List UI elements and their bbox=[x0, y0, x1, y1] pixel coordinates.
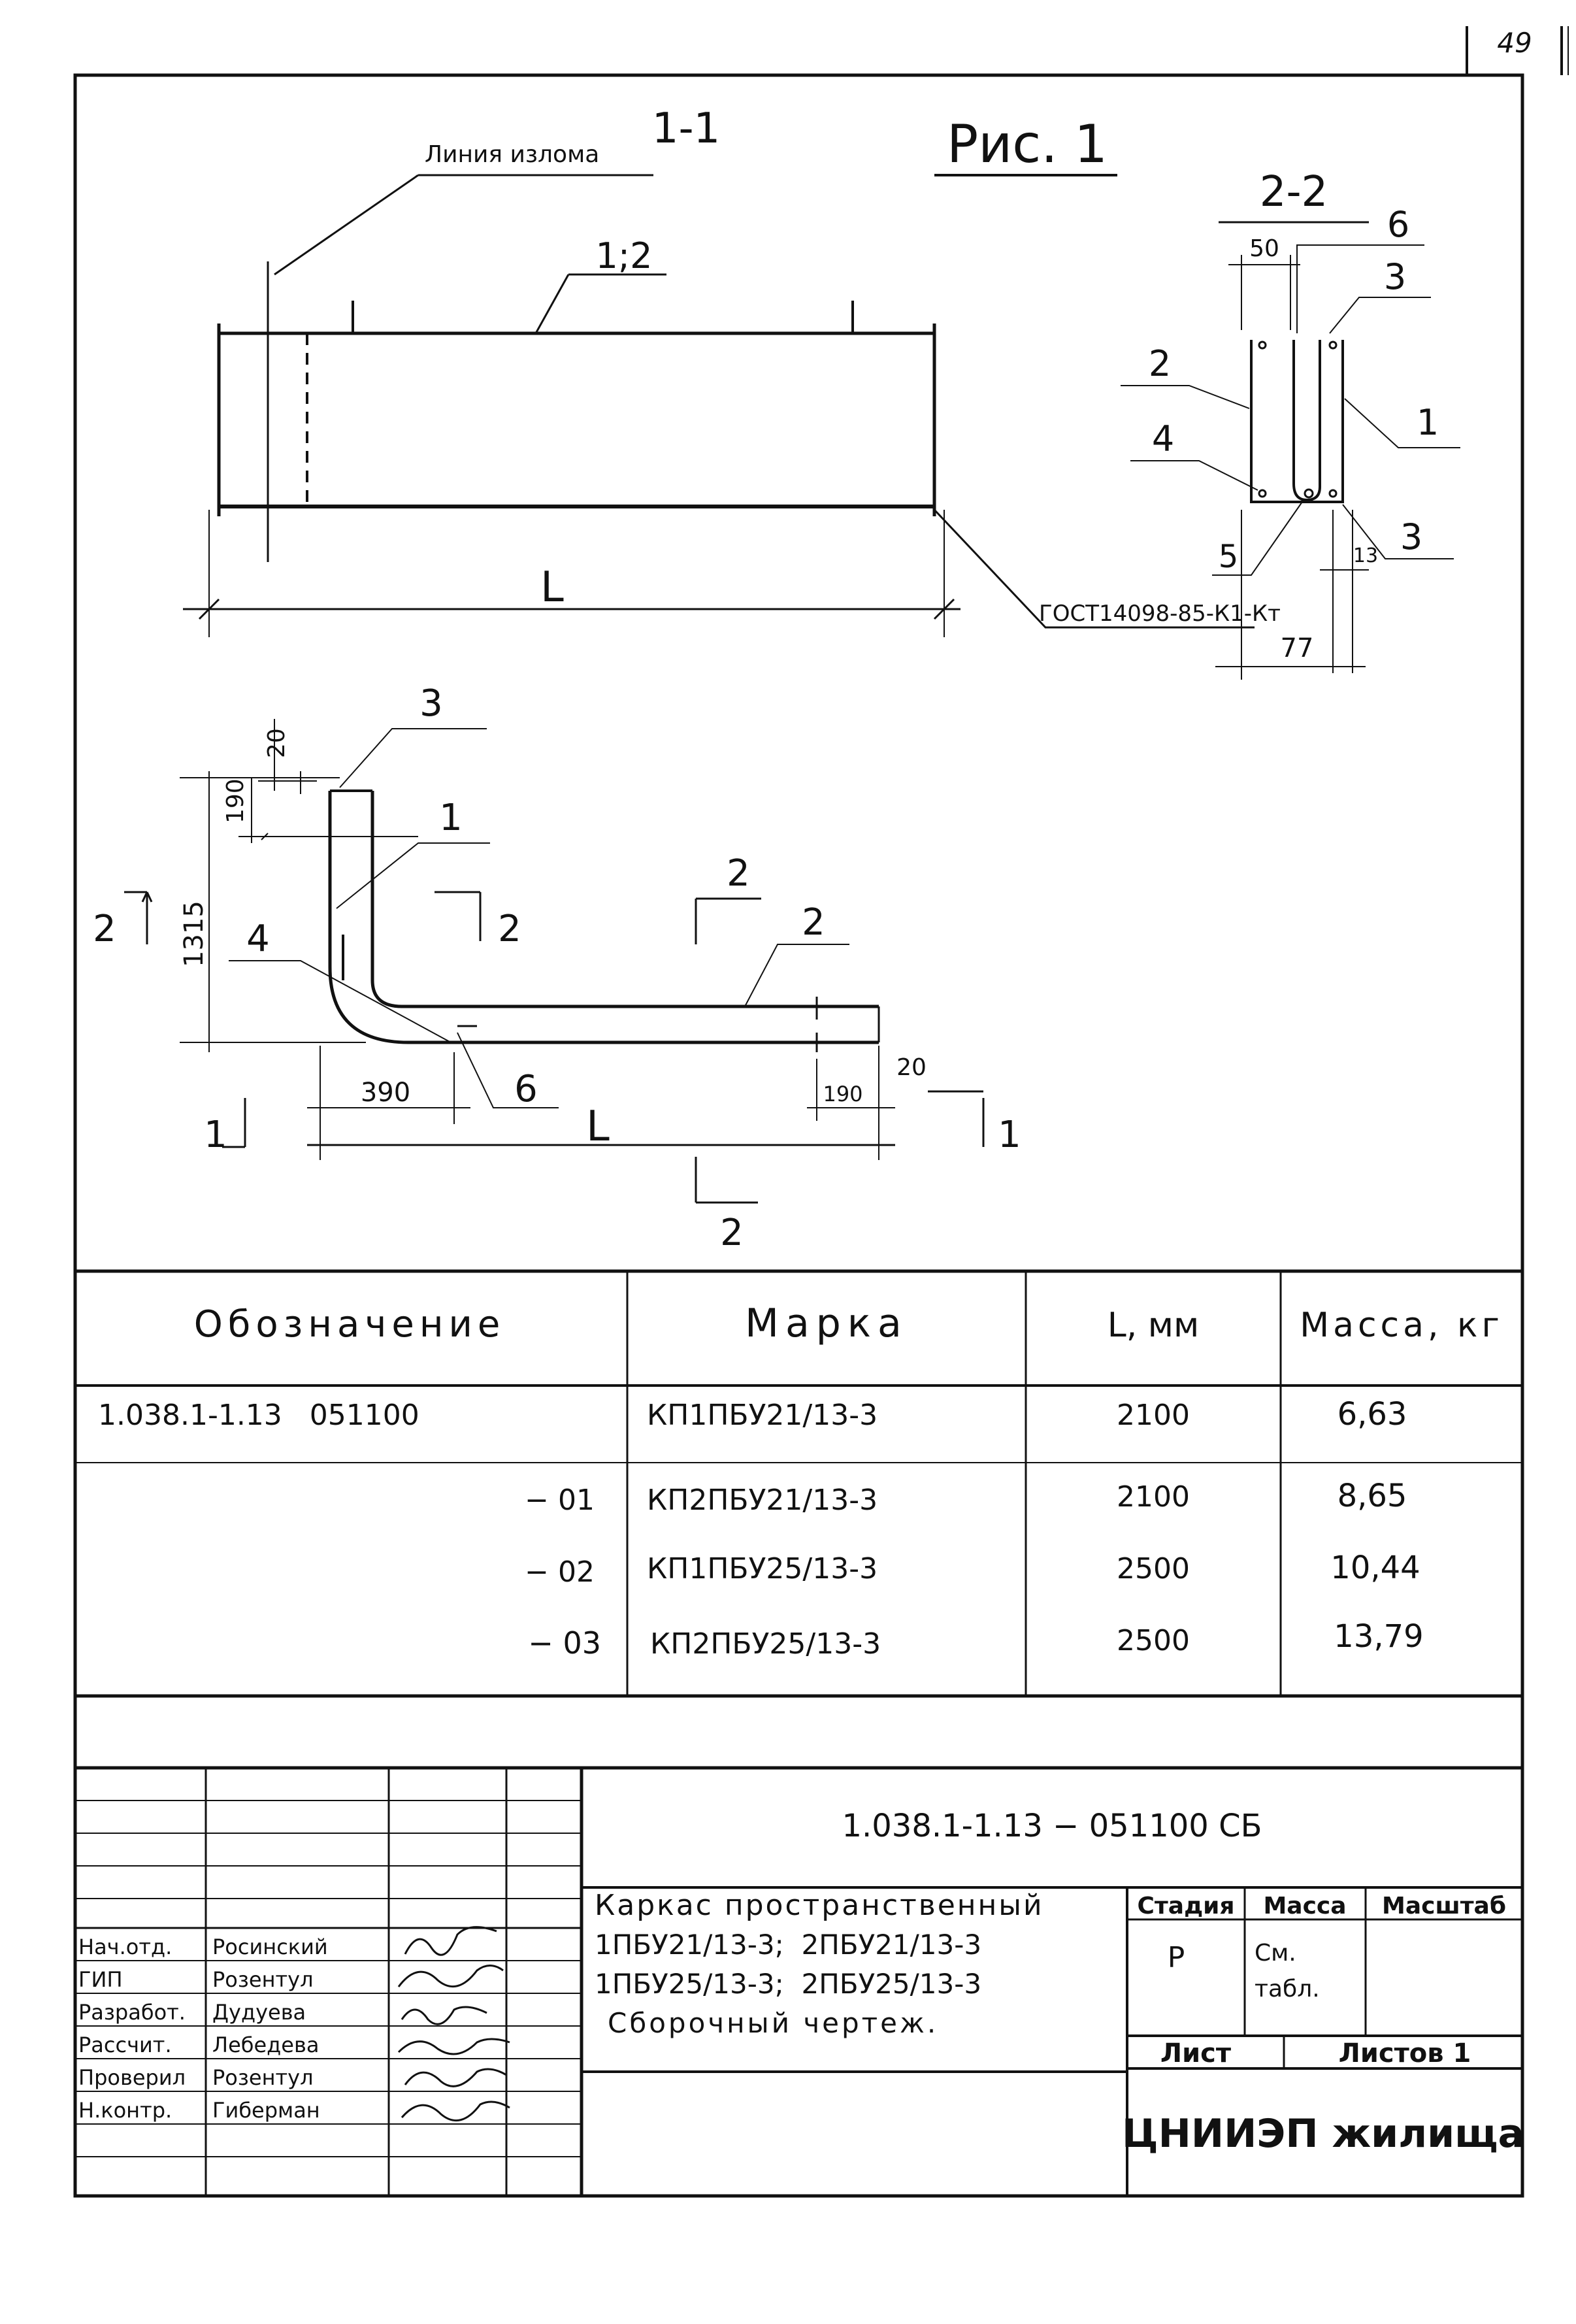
length-label-1-1: L bbox=[540, 563, 564, 612]
title-block: Нач.отд. Росинский ГИП Розентул Разработ… bbox=[75, 1766, 1524, 2196]
row-4-mass: 13,79 bbox=[1334, 1618, 1423, 1655]
dim-190-right: 190 bbox=[823, 1082, 862, 1106]
row-2-mark: КП2ПБУ21/13-3 bbox=[647, 1484, 878, 1517]
row-1-designation: 1.038.1-1.13 051100 bbox=[98, 1399, 419, 1432]
staff-role-5: Проверил bbox=[78, 2065, 186, 2090]
cut-2-center: 2 bbox=[498, 908, 521, 950]
callout-2-plan: 2 bbox=[802, 901, 825, 944]
row-3-length: 2500 bbox=[1117, 1552, 1190, 1585]
cut-2-left: 2 bbox=[93, 908, 116, 950]
row-2-mass: 8,65 bbox=[1338, 1478, 1407, 1514]
figure-title: Рис. 1 bbox=[947, 114, 1108, 174]
callout-6-plan: 6 bbox=[514, 1068, 538, 1110]
row-3-mark: КП1ПБУ25/13-3 bbox=[647, 1552, 878, 1585]
header-designation: Обозначение bbox=[194, 1303, 506, 1346]
row-4-designation: − 03 bbox=[528, 1625, 601, 1661]
doc-code: 1.038.1-1.13 − 051100 СБ bbox=[842, 1808, 1262, 1844]
stage-label: Стадия bbox=[1138, 1893, 1235, 1919]
section-2-2-label: 2-2 bbox=[1260, 168, 1328, 216]
page-number: 49 bbox=[1497, 27, 1532, 59]
callout-6-top: 6 bbox=[1387, 204, 1409, 245]
sheet-frame: 49 bbox=[73, 26, 1569, 2198]
staff-role-1: Нач.отд. bbox=[78, 1934, 172, 1959]
pos-label-1-2: 1;2 bbox=[596, 235, 653, 276]
dim-1315: 1315 bbox=[179, 901, 209, 967]
mass-value-2: табл. bbox=[1255, 1976, 1320, 2002]
dim-77: 77 bbox=[1281, 633, 1314, 663]
dim-20-top: 20 bbox=[263, 728, 290, 758]
staff-role-6: Н.контр. bbox=[78, 2098, 172, 2123]
header-mark: Марка bbox=[745, 1301, 908, 1346]
dim-390: 390 bbox=[361, 1078, 410, 1108]
cut-1-right: 1 bbox=[998, 1114, 1021, 1156]
staff-name-2: Розентул bbox=[212, 1967, 314, 1992]
row-3-mass: 10,44 bbox=[1330, 1550, 1420, 1586]
dim-13: 13 bbox=[1353, 544, 1378, 567]
sheet-label: Лист bbox=[1160, 2038, 1232, 2068]
cut-2-top: 2 bbox=[727, 852, 750, 895]
staff-role-2: ГИП bbox=[78, 1967, 123, 1992]
section-2-2-view: 2-2 50 6 3 2 1 4 5 3 13 77 bbox=[1121, 168, 1460, 680]
cut-1-left: 1 bbox=[204, 1114, 227, 1156]
row-1-mass: 6,63 bbox=[1338, 1396, 1407, 1433]
row-2-length: 2100 bbox=[1117, 1480, 1190, 1514]
staff-name-6: Гиберман bbox=[212, 2098, 320, 2123]
staff-name-5: Розентул bbox=[212, 2065, 314, 2090]
doc-title-line-1: Каркас пространственный bbox=[595, 1889, 1044, 1922]
row-2-designation: − 01 bbox=[525, 1484, 595, 1517]
doc-title-line-3: 1ПБУ25/13-3; 2ПБУ25/13-3 bbox=[595, 1968, 981, 2000]
callout-1: 1 bbox=[1417, 402, 1439, 443]
callout-1-plan: 1 bbox=[439, 797, 463, 839]
row-1-length: 2100 bbox=[1117, 1399, 1190, 1432]
callout-3-top: 3 bbox=[1384, 256, 1406, 297]
doc-title-line-4: Сборочный чертеж. bbox=[608, 2007, 938, 2039]
callout-5: 5 bbox=[1219, 539, 1239, 575]
spec-table: Обозначение Марка L, мм Масса, кг 1.038.… bbox=[75, 1269, 1522, 1698]
scale-label: Масштаб bbox=[1382, 1893, 1506, 1919]
mass-value-1: См. bbox=[1255, 1940, 1296, 1967]
organization: ЦНИИЭП жилища bbox=[1122, 2111, 1524, 2157]
doc-title-line-2: 1ПБУ21/13-3; 2ПБУ21/13-3 bbox=[595, 1929, 981, 1961]
row-4-length: 2500 bbox=[1117, 1624, 1190, 1657]
section-1-1-label: 1-1 bbox=[652, 105, 721, 153]
staff-name-4: Лебедева bbox=[212, 2033, 319, 2057]
callout-3-plan: 3 bbox=[419, 682, 443, 725]
break-line-label: Линия излома bbox=[425, 141, 599, 168]
header-mass: Масса, кг bbox=[1300, 1306, 1503, 1345]
weld-note: ГОСТ14098-85-К1-Кт bbox=[1039, 601, 1281, 627]
staff-name-3: Дудуева bbox=[212, 2000, 306, 2025]
plan-view: 3 20 190 1315 1 4 6 2 2 bbox=[93, 682, 1021, 1254]
mass-label: Масса bbox=[1263, 1893, 1346, 1919]
dim-190-top: 190 bbox=[222, 778, 249, 823]
staff-role-3: Разработ. bbox=[78, 2000, 186, 2025]
row-1-mark: КП1ПБУ21/13-3 bbox=[647, 1399, 878, 1432]
callout-4-plan: 4 bbox=[246, 918, 270, 960]
section-1-1-view: 1-1 Линия излома 1;2 L ГОСТ14098-85-К1-К… bbox=[183, 105, 1281, 637]
cut-2-bottom: 2 bbox=[720, 1212, 744, 1254]
dim-20-right: 20 bbox=[896, 1054, 927, 1081]
staff-role-4: Рассчит. bbox=[78, 2033, 172, 2057]
callout-4: 4 bbox=[1152, 418, 1174, 459]
signatures bbox=[397, 1926, 510, 2121]
stage-value: Р bbox=[1168, 1941, 1185, 1974]
row-4-mark: КП2ПБУ25/13-3 bbox=[650, 1627, 881, 1661]
header-length: L, мм bbox=[1108, 1306, 1200, 1345]
row-3-designation: − 02 bbox=[525, 1555, 595, 1589]
callout-2: 2 bbox=[1149, 343, 1171, 384]
callout-3-bottom: 3 bbox=[1400, 516, 1422, 557]
sheets-label: Листов 1 bbox=[1339, 2038, 1471, 2068]
dim-50: 50 bbox=[1249, 235, 1279, 262]
staff-name-1: Росинский bbox=[212, 1934, 328, 1959]
length-label-plan: L bbox=[586, 1103, 610, 1151]
